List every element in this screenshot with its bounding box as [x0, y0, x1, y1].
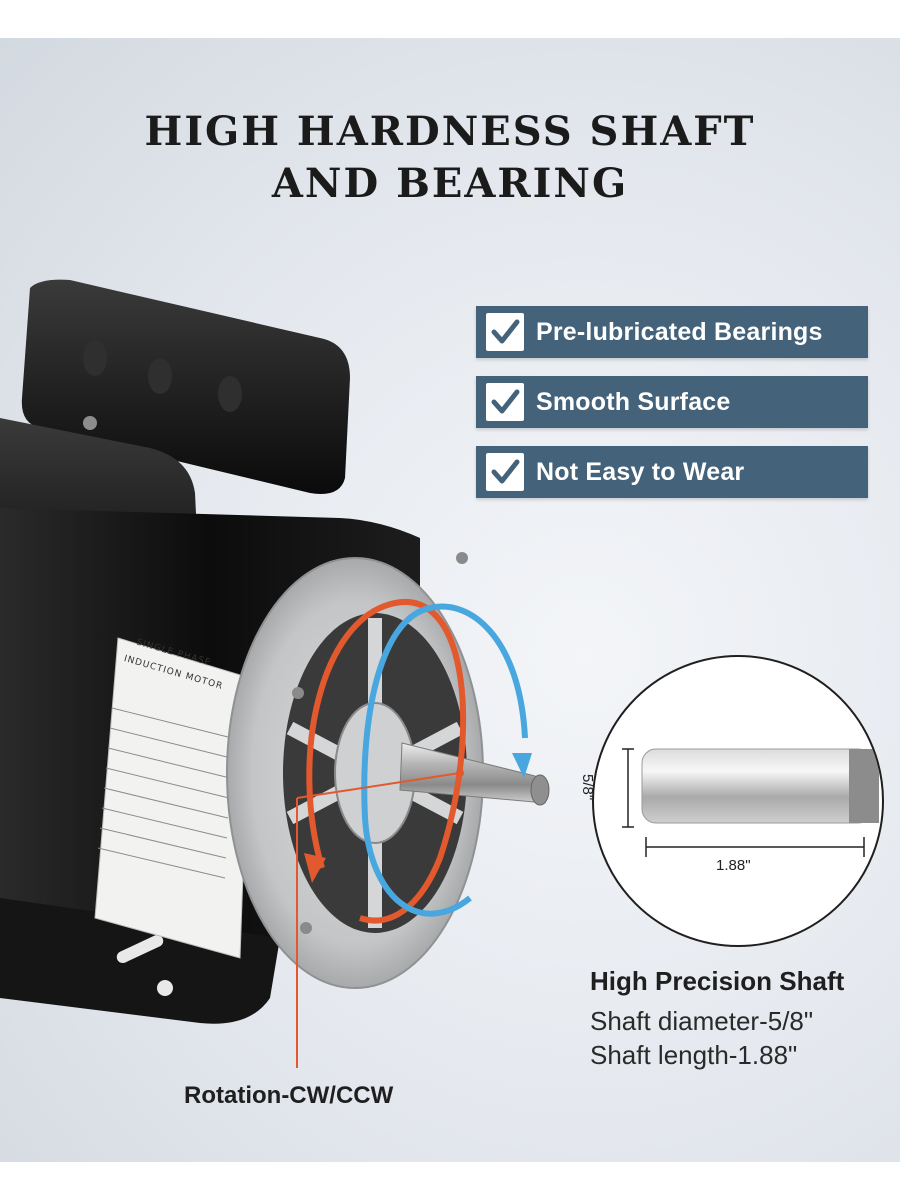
feature-badge-surface: Smooth Surface	[476, 376, 868, 428]
feature-label: Not Easy to Wear	[536, 457, 745, 486]
motor-end-bell	[226, 552, 484, 989]
feature-label: Smooth Surface	[536, 387, 731, 416]
rotation-label: Rotation-CW/CCW	[184, 1082, 394, 1109]
spec-title: High Precision Shaft	[590, 966, 845, 996]
rotation-pointer	[296, 769, 464, 1068]
checkmark-icon	[486, 383, 524, 421]
cw-rotation-arrow	[304, 598, 467, 924]
ccw-rotation-arrow	[361, 603, 532, 917]
checkmark-icon	[486, 453, 524, 491]
motor-illustration	[0, 279, 550, 1068]
shaft-diameter-dimension: 5/8"	[579, 774, 596, 801]
headline-line-2: AND BEARING	[271, 160, 629, 207]
checkmark-icon	[486, 313, 524, 351]
shaft-closeup	[622, 748, 879, 857]
motor-shaft	[399, 742, 550, 806]
spec-length: Shaft length-1.88"	[590, 1040, 798, 1070]
spec-diameter: Shaft diameter-5/8"	[590, 1006, 814, 1036]
feature-badge-bearings: Pre-lubricated Bearings	[476, 306, 868, 358]
feature-label: Pre-lubricated Bearings	[536, 317, 823, 346]
shaft-zoom-circle: 1.88"	[592, 655, 884, 947]
headline-line-1: HIGH HARDNESS SHAFT	[144, 108, 756, 155]
feature-badge-wear: Not Easy to Wear	[476, 446, 868, 498]
nameplate	[94, 637, 251, 959]
shaft-length-dimension: 1.88"	[716, 857, 751, 874]
product-image-canvas: HIGH HARDNESS SHAFT AND BEARING	[0, 38, 900, 1162]
